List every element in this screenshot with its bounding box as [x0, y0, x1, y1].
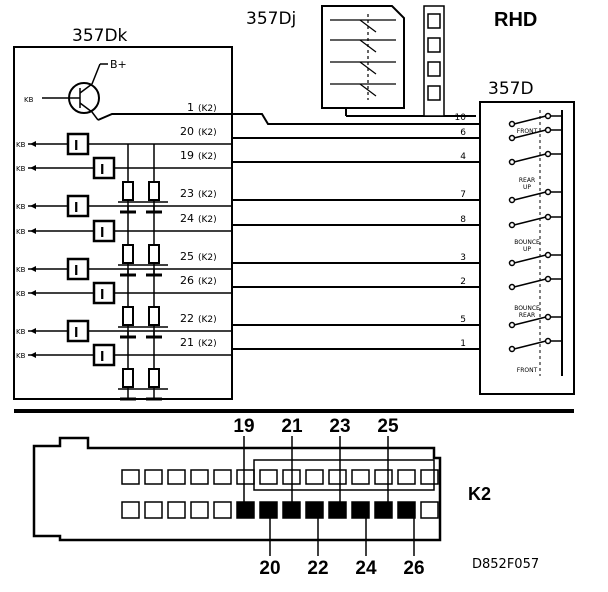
wire-connector-ref: (K2) [198, 128, 217, 138]
wire-19: 19 (K2) 4 [180, 149, 510, 163]
switch-contact [508, 213, 562, 229]
svg-text:KB: KB [16, 228, 26, 236]
supply-label: B+ [110, 58, 127, 71]
connector-pin-label: 23 [329, 416, 350, 437]
wire-right-pin: 7 [460, 190, 466, 200]
wire-right-pin: 4 [460, 152, 466, 162]
wire-right-pin: 5 [460, 315, 466, 325]
switch-contact [508, 188, 562, 204]
connector-pin-label: 20 [259, 558, 280, 579]
connector-pin-label: 22 [307, 558, 328, 579]
switch-contact [508, 126, 562, 142]
module-357dk-label: 357Dk [72, 26, 128, 46]
wire-connector-ref: (K2) [198, 215, 217, 225]
switch-contact [508, 150, 562, 166]
connector-pin-label: 24 [355, 558, 377, 579]
wire-right-pin: 8 [460, 215, 466, 225]
svg-text:l: l [100, 288, 104, 303]
svg-text:l: l [74, 201, 78, 216]
wire-connector-ref: (K2) [198, 315, 217, 325]
connector-k2 [32, 436, 442, 542]
svg-text:KB: KB [16, 266, 26, 274]
wire-left-pin: 21 [180, 336, 194, 349]
wire-left-pin: 1 [187, 101, 194, 114]
connector-pin-label: 21 [281, 416, 303, 437]
svg-text:KB: KB [16, 352, 26, 360]
wire-26: 26 (K2) 2 [180, 274, 510, 288]
reference-code: D852F057 [472, 557, 539, 572]
svg-text:l: l [100, 226, 104, 241]
wire-23: 23 (K2) 7 [180, 187, 510, 201]
svg-text:KB: KB [16, 328, 26, 336]
switch-label: FRONT [517, 128, 538, 135]
wire-left-pin: 19 [180, 149, 194, 162]
connector-name: K2 [468, 484, 491, 504]
svg-text:KB: KB [16, 203, 26, 211]
transistor-symbol [42, 63, 108, 121]
svg-text:KB: KB [16, 141, 26, 149]
wire-22: 22 (K2) 5 [180, 312, 510, 326]
svg-text:l: l [100, 350, 104, 365]
wire-1: 1 (K2) 10 [97, 101, 506, 125]
switch-contact [508, 251, 562, 267]
module-357dj-label: 357Dj [246, 9, 296, 29]
transistor-input-mark: KB [24, 96, 34, 104]
svg-text:l: l [74, 264, 78, 279]
wire-20: 20 (K2) 6 [180, 125, 510, 139]
wire-right-pin: 1 [460, 339, 466, 349]
wire-left-pin: 23 [180, 187, 194, 200]
wire-right-pin: 10 [455, 113, 467, 123]
wire-21: 21 (K2) 1 [180, 336, 510, 350]
wire-right-pin: 2 [460, 277, 466, 287]
switch-label: FRONT [517, 367, 538, 374]
module-357dk [13, 46, 233, 400]
svg-text:KB: KB [16, 165, 26, 173]
wire-connector-ref: (K2) [198, 190, 217, 200]
wire-connector-ref: (K2) [198, 339, 217, 349]
wire-24: 24 (K2) 8 [180, 212, 510, 226]
switch-357dj [321, 5, 476, 117]
rhd-title: RHD [494, 9, 537, 31]
wire-left-pin: 22 [180, 312, 194, 325]
connector-pin-label: 19 [233, 416, 254, 437]
wire-left-pin: 25 [180, 250, 194, 263]
connector-pin-label: 25 [377, 416, 399, 437]
wire-left-pin: 20 [180, 125, 194, 138]
switch-contact [508, 275, 562, 291]
wire-connector-ref: (K2) [198, 152, 217, 162]
wire-left-pin: 26 [180, 274, 194, 287]
wire-left-pin: 24 [180, 212, 194, 225]
svg-text:l: l [74, 139, 78, 154]
switch-contact [508, 313, 562, 329]
wire-connector-ref: (K2) [198, 104, 217, 114]
wire-connector-ref: (K2) [198, 253, 217, 263]
switch-contact [508, 337, 562, 353]
wire-connector-ref: (K2) [198, 277, 217, 287]
wire-bundle: 1(K2)1020(K2)619(K2)423(K2)724(K2)825(K2… [97, 101, 510, 350]
svg-text:KB: KB [16, 290, 26, 298]
wire-right-pin: 6 [460, 128, 466, 138]
svg-text:l: l [100, 163, 104, 178]
switch-contact [508, 112, 562, 128]
wire-right-pin: 3 [460, 253, 466, 263]
connector-pin-label: 26 [403, 558, 424, 579]
wire-25: 25 (K2) 3 [180, 250, 510, 264]
svg-text:l: l [74, 326, 78, 341]
switch-position-icons [423, 5, 445, 117]
module-357d-label: 357D [488, 79, 534, 99]
